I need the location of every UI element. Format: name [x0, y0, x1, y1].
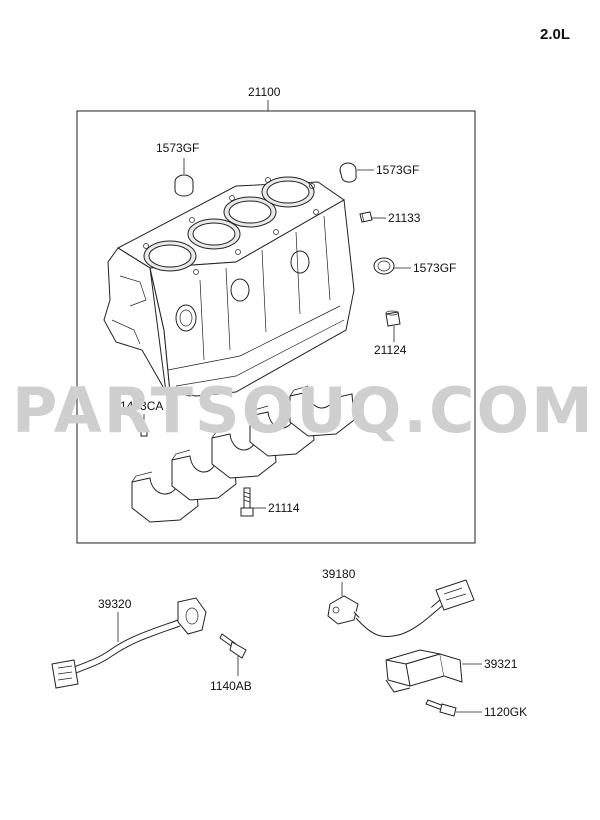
label-bolt-1140ab[interactable]: 1140AB — [210, 679, 252, 693]
label-bolt-21133[interactable]: 21133 — [388, 211, 421, 225]
crank-sensor-39180[interactable] — [327, 579, 475, 638]
label-plug-top-left[interactable]: 1573GF — [156, 141, 199, 155]
label-bolt-21114[interactable]: 21114 — [268, 501, 300, 515]
watermark: PARTSOUQ.COM — [12, 374, 595, 447]
engine-size-label: 2.0L — [540, 26, 570, 43]
label-plug-side[interactable]: 1573GF — [413, 261, 456, 275]
label-bolt-1120gk[interactable]: 1120GK — [484, 705, 527, 719]
plug-1573gf-top-right[interactable] — [339, 162, 357, 183]
label-knock-sensor[interactable]: 39320 — [98, 597, 132, 611]
bearing-cap-5[interactable] — [289, 385, 355, 437]
label-plug-top-right[interactable]: 1573GF — [376, 163, 419, 177]
bracket-39321[interactable] — [385, 649, 463, 693]
label-block-assy[interactable]: 21100 — [248, 85, 281, 99]
bolt-1120gk[interactable] — [425, 699, 457, 717]
label-sleeve-21124[interactable]: 21124 — [374, 343, 407, 357]
plug-1573gf-top-left[interactable] — [174, 174, 194, 197]
sleeve-21124[interactable] — [385, 310, 401, 327]
cylinder-block[interactable] — [103, 176, 355, 411]
bolt-21114[interactable] — [240, 487, 254, 517]
plug-1573gf-side[interactable] — [373, 257, 395, 275]
knock-sensor-39320[interactable] — [51, 597, 207, 689]
block-assembly-frame — [76, 110, 476, 544]
bolt-1140ab[interactable] — [219, 633, 247, 659]
label-bracket[interactable]: 39321 — [484, 657, 518, 671]
label-pin-1433ca[interactable]: 1433CA — [120, 399, 163, 413]
bolt-21133[interactable] — [359, 211, 373, 223]
label-crank-sensor[interactable]: 39180 — [322, 567, 356, 581]
